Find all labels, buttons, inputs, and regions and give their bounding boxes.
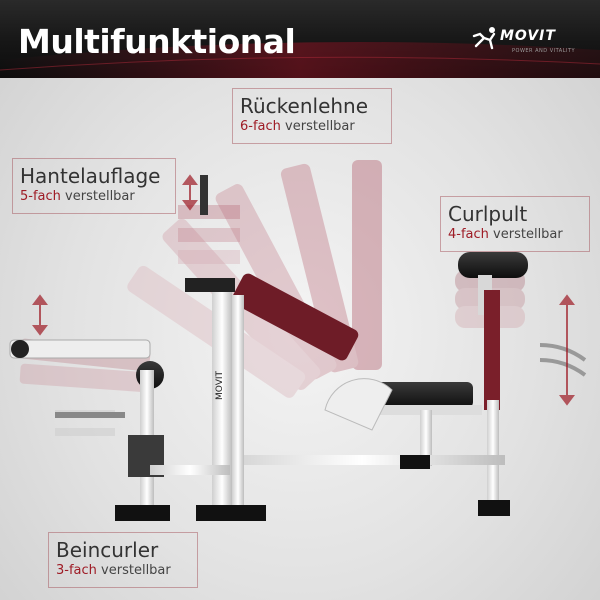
label-subtitle: 3-fach verstellbar — [56, 563, 171, 579]
label-number: 5-fach — [20, 189, 61, 204]
page-title: Multifunktional — [18, 22, 296, 61]
height-arrow-right — [559, 294, 575, 406]
label-curlpult: Curlpult 4-fach verstellbar — [448, 202, 563, 243]
frame-brand: MOVIT — [215, 370, 225, 400]
brand-name: MOVIT — [500, 28, 556, 44]
header-sheen — [0, 42, 600, 78]
frame-beincurler — [48, 532, 198, 588]
label-title: Curlpult — [448, 202, 528, 226]
frame-curlpult — [440, 196, 590, 252]
label-hantelauflage: Hantelauflage 5-fach verstellbar — [20, 164, 160, 205]
upright-left — [212, 285, 232, 505]
runner-icon — [472, 27, 496, 50]
leg-curler — [9, 338, 230, 521]
height-arrow-left — [32, 294, 48, 336]
label-number: 3-fach — [56, 563, 97, 578]
label-number: 4-fach — [448, 227, 489, 242]
frame-hantelauflage — [12, 158, 176, 214]
label-suffix: verstellbar — [285, 119, 355, 134]
brand-tagline: POWER AND VITALITY — [512, 48, 576, 54]
label-suffix: verstellbar — [493, 227, 563, 242]
label-number: 6-fach — [240, 119, 281, 134]
label-rueckenlehne: Rückenlehne 6-fach verstellbar — [240, 94, 368, 135]
label-subtitle: 4-fach verstellbar — [448, 227, 563, 243]
curl-pad — [458, 252, 528, 278]
curl-handles — [539, 343, 587, 377]
bar-catch-ghosts — [178, 205, 240, 264]
label-title: Beincurler — [56, 538, 159, 562]
label-title: Hantelauflage — [20, 164, 161, 188]
label-suffix: verstellbar — [65, 189, 135, 204]
label-suffix: verstellbar — [101, 563, 171, 578]
height-arrow-top — [182, 174, 198, 211]
label-subtitle: 6-fach verstellbar — [240, 119, 368, 135]
label-beincurler: Beincurler 3-fach verstellbar — [56, 538, 171, 579]
label-subtitle: 5-fach verstellbar — [20, 189, 160, 205]
frame-rueckenlehne — [232, 88, 392, 144]
header-bar: Multifunktional MOVIT POWER AND VITALITY — [0, 0, 600, 78]
seat — [365, 382, 473, 408]
backrest — [231, 273, 359, 361]
label-title: Rückenlehne — [240, 94, 369, 118]
brand-logo: MOVIT POWER AND VITALITY — [472, 24, 582, 64]
